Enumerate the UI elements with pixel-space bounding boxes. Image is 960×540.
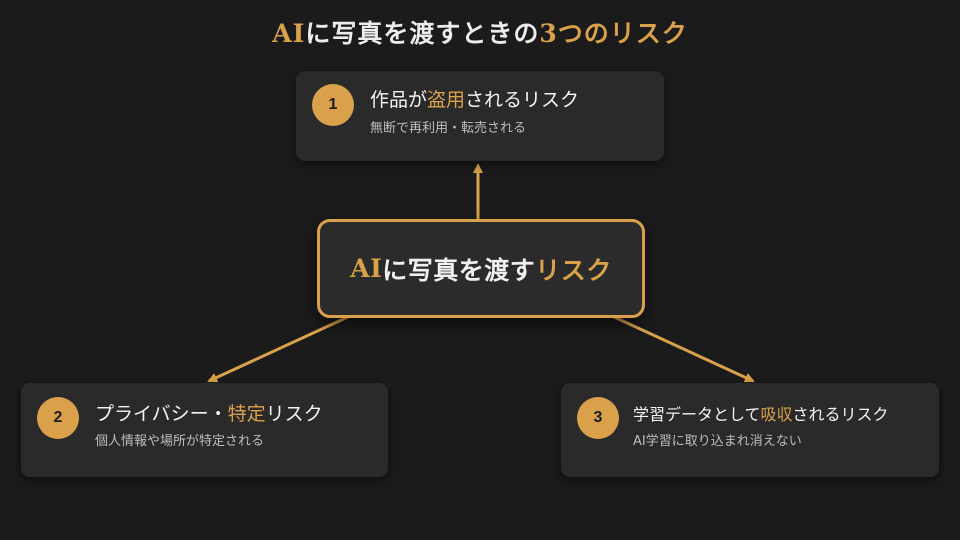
risk-card-2: 2 プライバシー・特定リスク 個人情報や場所が特定される: [21, 383, 388, 477]
page-title: AIに写真を渡すときの3つのリスク: [0, 14, 960, 50]
center-ai: AI: [350, 254, 383, 283]
title-ai: AI: [272, 19, 306, 48]
center-middle: に写真を渡す: [382, 255, 536, 285]
title-number: 3: [539, 19, 558, 48]
risk-title: プライバシー・特定リスク: [95, 399, 323, 426]
risk-title-pre: 学習データとして: [633, 405, 761, 424]
risk-title: 学習データとして吸収されるリスク: [633, 401, 889, 425]
risk-title-pre: プライバシー・: [95, 403, 228, 425]
risk-title-accent: 盗用: [427, 89, 466, 111]
risk-subtitle: 無断で再利用・転売される: [370, 121, 527, 136]
title-suffix: つのリスク: [557, 19, 688, 48]
risk-title-accent: 吸収: [760, 405, 793, 424]
risk-subtitle: 個人情報や場所が特定される: [95, 434, 265, 449]
title-middle: に写真を渡すときの: [305, 19, 540, 48]
risk-title-post: されるリスク: [465, 89, 580, 111]
risk-title-post: リスク: [265, 403, 323, 425]
arrow-to-risk-3: [611, 314, 755, 383]
center-accent: リスク: [535, 255, 612, 285]
risk-title: 作品が盗用されるリスク: [370, 85, 579, 112]
risk-card-1: 1 作品が盗用されるリスク 無断で再利用・転売される: [296, 71, 664, 161]
risk-subtitle: AI学習に取り込まれ消えない: [633, 434, 802, 449]
risk-card-3: 3 学習データとして吸収されるリスク AI学習に取り込まれ消えない: [561, 383, 939, 477]
arrow-to-risk-2: [207, 314, 351, 383]
risk-title-accent: 特定: [227, 403, 266, 425]
number-badge: 2: [37, 397, 79, 439]
risk-title-post: されるリスク: [792, 405, 889, 424]
risk-title-pre: 作品が: [370, 89, 428, 111]
number-badge: 3: [577, 397, 619, 439]
number-badge: 1: [312, 84, 354, 126]
